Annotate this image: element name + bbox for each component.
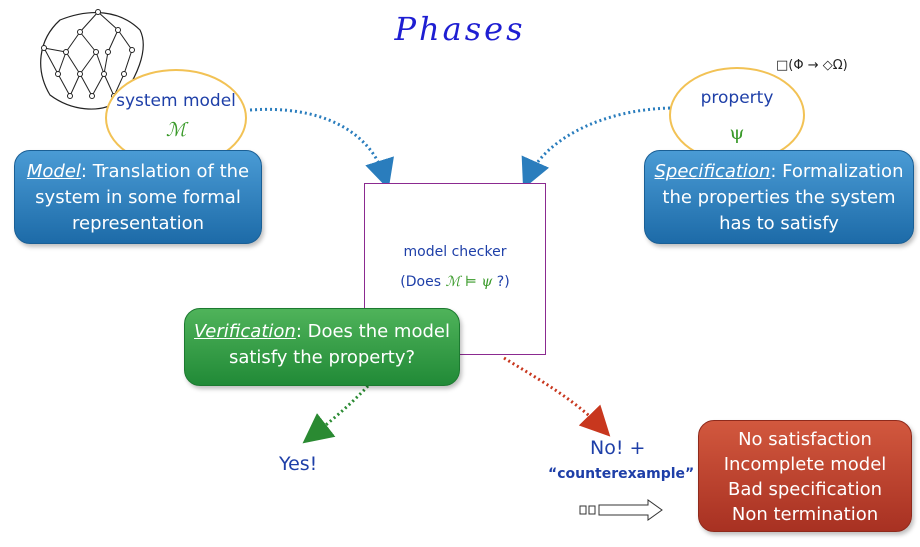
verification-box: Verification: Does the model satisfy the… <box>184 308 460 386</box>
system-model-label: system model <box>116 91 236 111</box>
counterexample-label: “counterexample” <box>548 466 695 482</box>
arrow-to-no <box>503 356 611 437</box>
model-box: Model: Translation of the system in some… <box>14 150 262 244</box>
specification-description: : Formalization the properties the syste… <box>662 161 904 234</box>
yes-result: Yes! <box>279 453 318 475</box>
arrow-model-to-checker <box>249 107 394 190</box>
hollow-arrow-icon <box>579 499 663 521</box>
model-description: : Translation of the system in some form… <box>35 161 250 234</box>
issues-box: No satisfaction Incomplete model Bad spe… <box>698 420 912 532</box>
issue-item: Incomplete model <box>723 454 887 475</box>
page-title: Phases <box>394 10 526 48</box>
arrow-property-to-checker <box>521 106 671 189</box>
model-term: Model <box>26 161 81 182</box>
verification-description: : Does the model satisfy the property? <box>228 321 450 368</box>
system-model-symbol: ℳ <box>165 119 187 141</box>
property-label: property <box>700 88 774 108</box>
arrow-to-yes <box>302 384 370 444</box>
issue-item: No satisfaction <box>738 429 872 450</box>
model-checker-question: (Does ℳ ⊨ ψ ?) <box>400 274 510 290</box>
specification-term: Specification <box>654 161 771 182</box>
issue-item: Bad specification <box>727 479 883 500</box>
verification-term: Verification <box>194 321 296 342</box>
model-checker-label: model checker <box>403 244 507 260</box>
property-symbol: ψ <box>729 122 745 144</box>
property-ellipse <box>669 67 805 163</box>
model-checker-formula: ℳ ⊨ ψ <box>445 274 493 290</box>
no-result: No! + <box>590 437 646 459</box>
ltl-formula: □(Φ → ◇Ω) <box>776 58 848 73</box>
issue-item: Non termination <box>731 504 879 525</box>
specification-box: Specification: Formalization the propert… <box>644 150 914 244</box>
